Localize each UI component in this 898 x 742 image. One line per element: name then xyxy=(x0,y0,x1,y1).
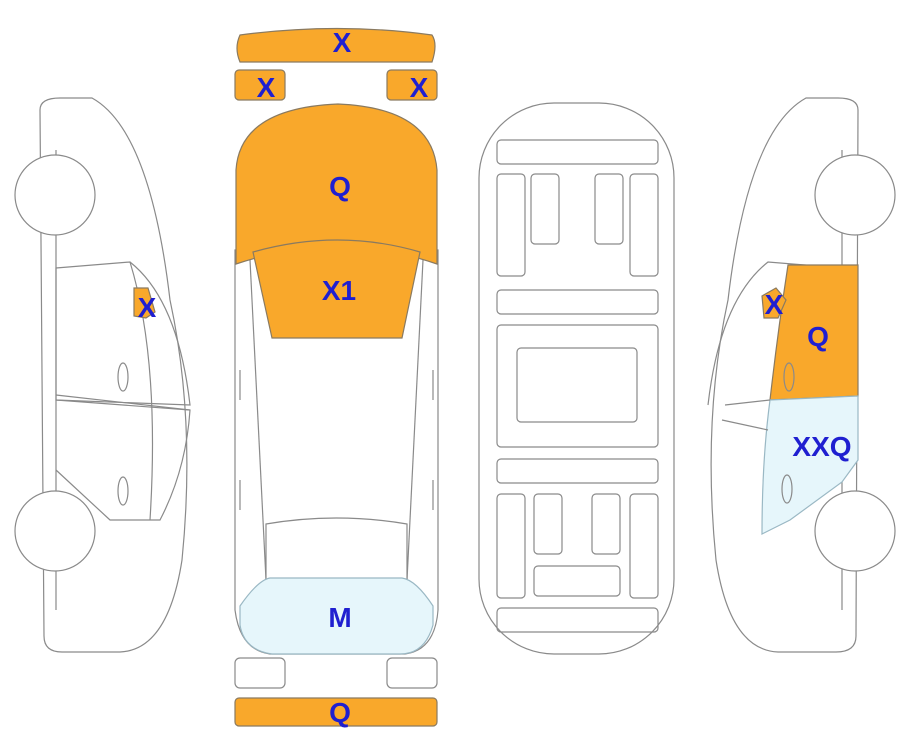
left-front-window-code: X xyxy=(138,292,157,323)
right-door-handle-front xyxy=(783,362,795,392)
underbody-view xyxy=(478,102,675,655)
rear-bumper-panel xyxy=(234,697,438,727)
left-rear-wheel xyxy=(14,490,96,572)
windshield-code: X1 xyxy=(322,275,356,306)
left-side-window-line xyxy=(55,261,191,406)
hood-code: Q xyxy=(329,171,351,202)
top-car-side-left xyxy=(249,259,267,581)
underbody-rear-crossmember xyxy=(496,607,659,633)
right-door-handle-rear xyxy=(781,474,793,504)
right-headlight-code: X xyxy=(410,72,429,103)
right-side-view: Q XXQ X xyxy=(707,97,896,653)
underbody-outline xyxy=(478,102,675,655)
left-door-handle-front xyxy=(117,362,129,392)
top-view: X X X Q X1 M Q xyxy=(234,27,439,728)
windshield-panel xyxy=(252,239,421,339)
underbody-front-crossmember xyxy=(496,139,659,165)
left-side-lower-window xyxy=(55,399,191,521)
top-car-side-right xyxy=(406,259,424,581)
left-door-handle-rear xyxy=(117,476,129,506)
rear-window-code: M xyxy=(328,602,351,633)
right-rear-wheel xyxy=(814,490,896,572)
rear-bumper-code: Q xyxy=(329,697,351,728)
right-mirror-panel xyxy=(761,287,787,319)
rear-window-panel xyxy=(239,577,434,655)
underbody-center-panel xyxy=(516,347,638,423)
right-headlight-panel xyxy=(386,69,438,101)
right-mirror-code: X xyxy=(765,289,784,320)
left-side-view: X xyxy=(14,97,191,653)
left-front-wheel xyxy=(14,154,96,236)
left-taillight-panel xyxy=(234,657,286,689)
left-front-window-damage xyxy=(133,287,156,319)
top-car-roof xyxy=(265,517,408,581)
left-headlight-code: X xyxy=(257,72,276,103)
right-rear-door-code: XXQ xyxy=(792,431,851,462)
right-front-door-code: Q xyxy=(807,321,829,352)
right-rear-door-panel xyxy=(761,395,859,535)
front-bumper-code: X xyxy=(333,27,352,58)
front-bumper-panel xyxy=(236,27,436,63)
right-front-wheel xyxy=(814,154,896,236)
left-side-door-divider xyxy=(55,394,191,411)
left-headlight-panel xyxy=(234,69,286,101)
right-taillight-panel xyxy=(386,657,438,689)
